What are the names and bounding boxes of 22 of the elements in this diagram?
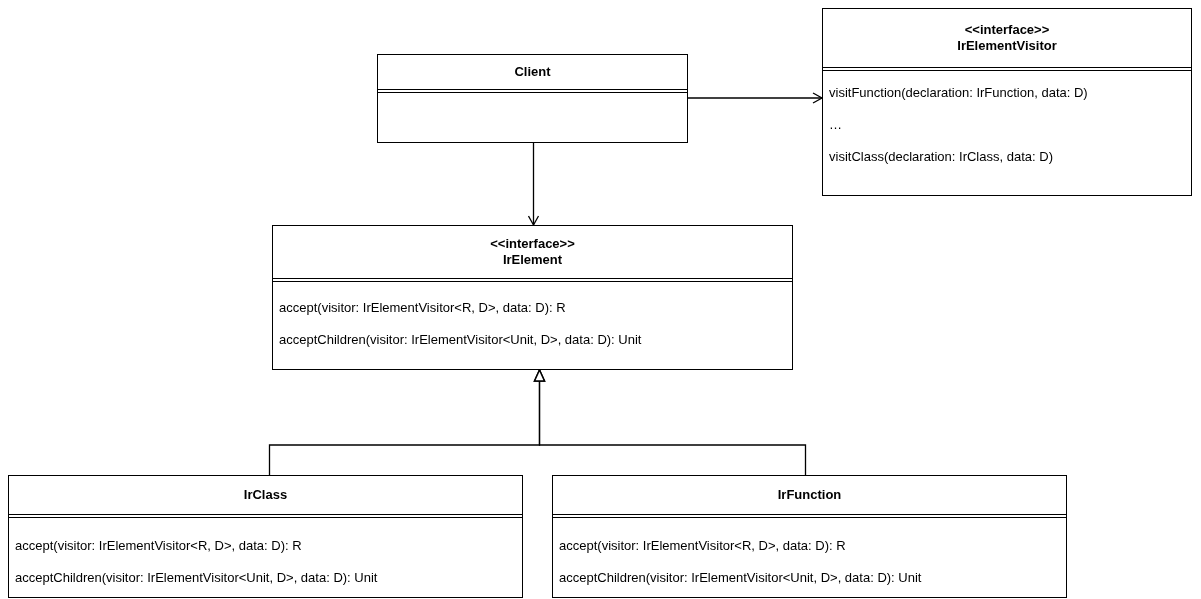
method-signature: …: [829, 117, 842, 133]
class-name: IrClass: [243, 487, 288, 503]
method-signature: acceptChildren(visitor: IrElementVisitor<Unit, D>, data: D): Unit: [559, 570, 922, 586]
class-box: [822, 8, 1192, 196]
class-name: <<interface>> IrElement: [489, 236, 576, 268]
class-box: [552, 475, 1067, 598]
method-signature: acceptChildren(visitor: IrElementVisitor<Unit, D>, data: D): Unit: [15, 570, 378, 586]
method-signature: accept(visitor: IrElementVisitor<R, D>, data: D): R: [279, 300, 566, 316]
method-signature: accept(visitor: IrElementVisitor<R, D>, data: D): R: [15, 538, 302, 554]
method-signature: visitFunction(declaration: IrFunction, data: D): [829, 85, 1088, 101]
association-arrow: [687, 92, 823, 104]
class-box: [377, 54, 688, 143]
inheritance-arrow: [533, 369, 807, 476]
class-name: Client: [514, 64, 551, 80]
method-signature: accept(visitor: IrElementVisitor<R, D>, data: D): R: [559, 538, 846, 554]
class-name: IrFunction: [777, 487, 842, 503]
class-name: <<interface>> IrElementVisitor: [956, 22, 1058, 54]
method-signature: visitClass(declaration: IrClass, data: D): [829, 149, 1053, 165]
association-arrow: [527, 142, 540, 226]
class-box: [8, 475, 523, 598]
method-signature: acceptChildren(visitor: IrElementVisitor<Unit, D>, data: D): Unit: [279, 332, 642, 348]
class-box: [272, 225, 793, 370]
